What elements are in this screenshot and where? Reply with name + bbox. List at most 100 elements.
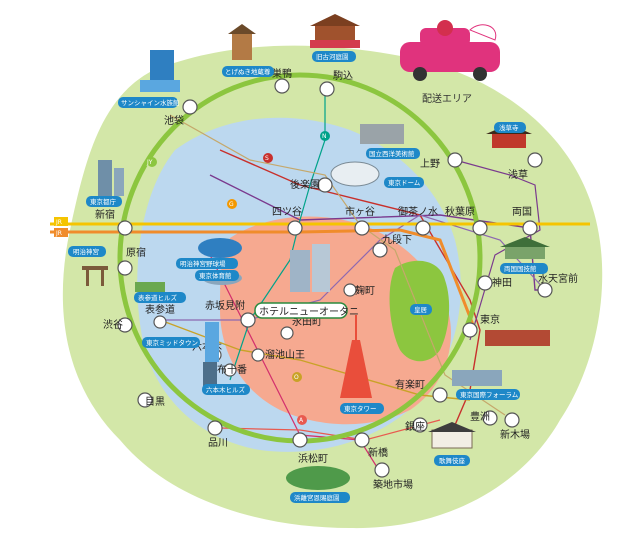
jr-mark-bottom bbox=[54, 228, 68, 237]
badge-togenuki bbox=[222, 66, 274, 77]
label-kyufurukawa: 旧古河庭園 bbox=[316, 52, 349, 61]
station-ochanomizu bbox=[415, 220, 431, 236]
station-shibuya bbox=[117, 317, 133, 333]
n-badge bbox=[320, 131, 330, 141]
badge-hamarikyu bbox=[290, 492, 350, 503]
label-tameikesanno: 溜池山王 bbox=[265, 348, 305, 361]
tokyo-tower bbox=[340, 340, 372, 398]
midtown-building bbox=[205, 322, 219, 362]
jr-mark-bottom-label: JR bbox=[55, 230, 62, 237]
tokyo-dome bbox=[330, 161, 380, 187]
label-shibuya: 渋谷 bbox=[103, 318, 123, 331]
station-harajuku bbox=[117, 260, 133, 276]
station-meguro bbox=[137, 392, 153, 408]
label-tocho: 東京都庁 bbox=[90, 197, 117, 206]
kokugikan-building bbox=[505, 245, 545, 259]
jr-mark-top-label: JR bbox=[55, 219, 62, 226]
station-hamamatsucho bbox=[292, 432, 308, 448]
label-meguro: 目黒 bbox=[145, 396, 165, 408]
purple-line bbox=[209, 174, 545, 291]
station-nagatacho bbox=[280, 326, 294, 340]
landmark-labels: サンシャイン水族館 とげぬき地蔵尊 旧古河庭園 浅草寺 国立西洋美術館 東京ドー… bbox=[68, 51, 548, 503]
station-yurakucho bbox=[432, 387, 448, 403]
kabukiza-building bbox=[431, 429, 473, 449]
station-shimbashi bbox=[354, 432, 370, 448]
o-badge bbox=[292, 372, 302, 382]
badge-dome bbox=[384, 177, 424, 188]
badge-kabukiza bbox=[434, 455, 470, 466]
label-shinkiba: 新木場 bbox=[500, 428, 530, 441]
stations bbox=[117, 78, 553, 478]
label-harajuku: 原宿 bbox=[126, 246, 146, 259]
a-badge-label: A bbox=[299, 417, 304, 424]
label-kanda: 神田 bbox=[492, 276, 512, 289]
label-meijijingu: 明治神宮 bbox=[73, 247, 99, 256]
station-yotsuya bbox=[287, 220, 303, 236]
station-kudanshita bbox=[372, 242, 388, 258]
label-taiikukan: 東京体育館 bbox=[199, 271, 232, 280]
a-badge bbox=[297, 415, 307, 425]
badge-sunshine bbox=[118, 97, 178, 108]
label-hamamatsucho: 浜松町 bbox=[298, 452, 328, 465]
label-yotsuya: 四ツ谷 bbox=[272, 206, 302, 218]
label-forum: 東京国際フォーラム bbox=[460, 390, 519, 399]
label-midtown: 東京ミッドタウン bbox=[146, 338, 198, 347]
label-toyosu: 豊洲 bbox=[470, 410, 490, 423]
label-akasakamitsuke: 赤坂見附 bbox=[205, 299, 245, 312]
label-tokyo: 東京 bbox=[480, 313, 500, 326]
station-kanda bbox=[477, 275, 493, 291]
jr-mark-top bbox=[54, 217, 68, 226]
badge-kokugikan bbox=[500, 263, 548, 274]
station-kojimachi bbox=[343, 283, 357, 297]
s-badge bbox=[263, 153, 273, 163]
label-tsukijishijo: 築地市場 bbox=[373, 478, 413, 491]
badge-jingu-stadium bbox=[176, 258, 238, 269]
label-ueno: 上野 bbox=[420, 158, 440, 170]
sensoji-gate bbox=[492, 132, 526, 148]
meijijingu-torii bbox=[82, 266, 108, 270]
label-shimbashi: 新橋 bbox=[368, 446, 388, 459]
label-asakusa: 浅草 bbox=[508, 168, 528, 181]
delivery-area-label: 配送エリア bbox=[422, 92, 472, 105]
station-akihabara bbox=[472, 220, 488, 236]
label-sugamo: 巣鴨 bbox=[272, 67, 292, 80]
label-ikebukuro: 池袋 bbox=[164, 114, 184, 127]
station-asakusa bbox=[527, 152, 543, 168]
station-akasakamitsuke bbox=[240, 312, 256, 328]
badge-forum bbox=[456, 389, 520, 400]
label-roppongi-hills: 六本木ヒルズ bbox=[206, 385, 246, 394]
station-shinkiba bbox=[504, 412, 520, 428]
n-badge-label: N bbox=[322, 133, 327, 140]
badge-seiyo bbox=[366, 148, 420, 159]
label-kabukiza: 歌舞伎座 bbox=[439, 456, 466, 465]
hotel-building-b bbox=[312, 244, 330, 292]
label-hamarikyu: 浜離宮恩賜庭園 bbox=[294, 493, 340, 502]
badge-tower bbox=[340, 403, 384, 414]
roppongi-hills-building bbox=[203, 362, 217, 386]
hamarikyu-garden bbox=[286, 466, 350, 490]
station-ikebukuro bbox=[182, 99, 198, 115]
delivery-car-icon bbox=[400, 20, 500, 81]
label-kokugikan: 両国国技館 bbox=[504, 264, 537, 273]
station-ueno bbox=[447, 152, 463, 168]
hotel-building-a bbox=[290, 250, 310, 292]
kyufurukawa-house bbox=[315, 24, 355, 42]
g-badge-label: G bbox=[229, 201, 234, 208]
station-sugamo bbox=[274, 78, 290, 94]
badge-roppongi-hills bbox=[202, 384, 250, 395]
tokyo-station-building bbox=[485, 330, 550, 346]
station-korakuen bbox=[317, 177, 333, 193]
hotel-label: ホテルニューオータニ bbox=[259, 306, 359, 318]
chuo-line bbox=[50, 228, 477, 331]
east-line bbox=[454, 159, 541, 341]
g-badge bbox=[227, 199, 237, 209]
tocho-building bbox=[98, 160, 112, 196]
badge-midtown bbox=[142, 337, 200, 348]
s-badge-label: S bbox=[265, 155, 269, 162]
togenuki-shrine bbox=[232, 32, 252, 60]
jr-line-marks: JR JR bbox=[54, 217, 68, 237]
label-shinagawa: 品川 bbox=[208, 437, 228, 449]
station-ryogoku bbox=[522, 220, 538, 236]
station-komagome bbox=[319, 81, 335, 97]
